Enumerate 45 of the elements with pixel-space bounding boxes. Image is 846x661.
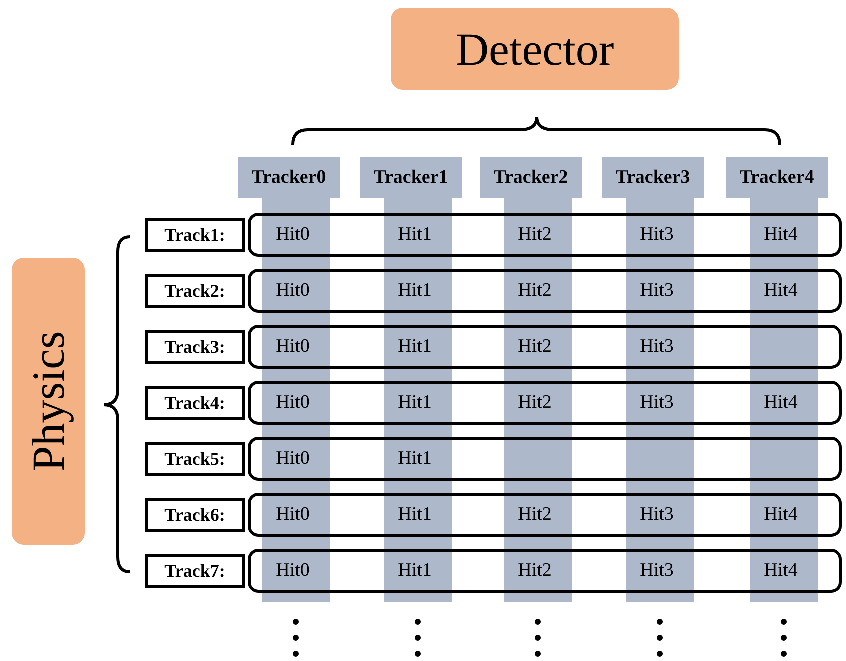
row-label: Track4: [145, 386, 245, 420]
cell-text: Hit0 [276, 560, 310, 582]
row-label: Track5: [145, 442, 245, 476]
column-header: Tracker4 [726, 157, 828, 198]
cell-text: Hit0 [276, 504, 310, 526]
cell-text: Hit3 [640, 392, 674, 414]
cell-text: Hit1 [398, 280, 432, 302]
column-header: Tracker0 [238, 157, 340, 198]
cell-text: Hit4 [764, 392, 798, 414]
row-label: Track7: [145, 554, 245, 588]
cell-text: Hit2 [518, 504, 552, 526]
cell-text: Hit4 [764, 280, 798, 302]
cell-text: Hit2 [518, 392, 552, 414]
cell-text: Hit2 [518, 280, 552, 302]
row-label: Track2: [145, 274, 245, 308]
cell-text: Hit4 [764, 560, 798, 582]
column-header: Tracker3 [602, 157, 704, 198]
cell-text: Hit2 [518, 336, 552, 358]
row-label: Track3: [145, 330, 245, 364]
cell-text: Hit2 [518, 560, 552, 582]
title-box: Detector [391, 8, 679, 90]
cell-text: Hit2 [518, 224, 552, 246]
cell-text: Hit1 [398, 336, 432, 358]
cell-text: Hit1 [398, 392, 432, 414]
cell-text: Hit0 [276, 224, 310, 246]
cell-text: Hit0 [276, 392, 310, 414]
row-label: Track6: [145, 498, 245, 532]
cell-text: Hit4 [764, 224, 798, 246]
title-box: Physics [12, 258, 85, 545]
column-header: Tracker1 [360, 157, 462, 198]
cell-text: Hit0 [276, 448, 310, 470]
cell-text: Hit1 [398, 560, 432, 582]
cell-text: Hit3 [640, 224, 674, 246]
cell-text: Hit0 [276, 336, 310, 358]
cell-text: Hit3 [640, 504, 674, 526]
cell-text: Hit3 [640, 560, 674, 582]
cell-text: Hit1 [398, 224, 432, 246]
column-header: Tracker2 [480, 157, 582, 198]
cell-text: Hit3 [640, 280, 674, 302]
cell-text: Hit1 [398, 448, 432, 470]
cell-text: Hit3 [640, 336, 674, 358]
row-label: Track1: [145, 218, 245, 252]
cell-text: Hit0 [276, 280, 310, 302]
cell-text: Hit4 [764, 504, 798, 526]
cell-text: Hit1 [398, 504, 432, 526]
